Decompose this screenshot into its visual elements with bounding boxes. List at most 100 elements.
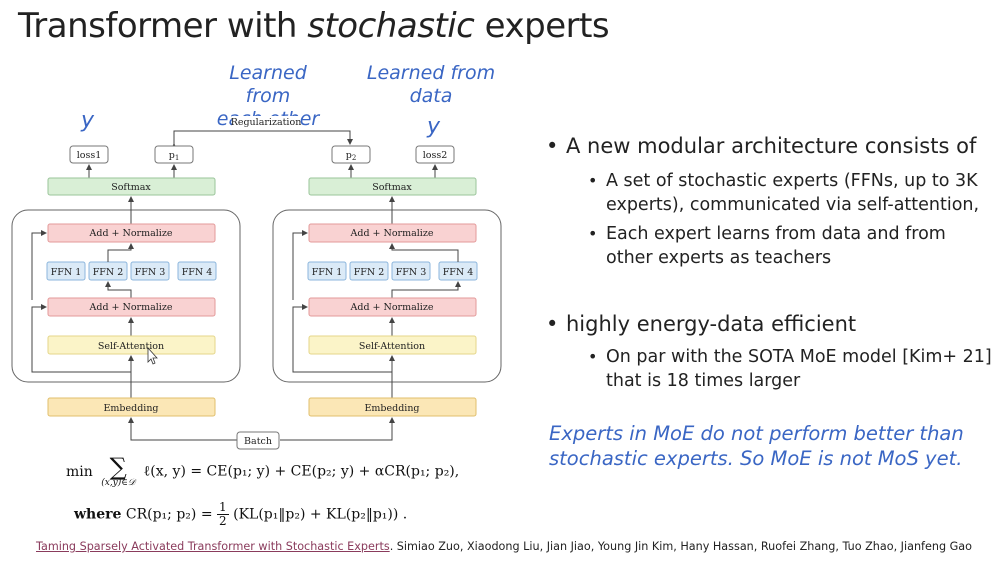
right-add-norm-bottom — [308, 297, 477, 317]
right-add-norm-bottom-label: Add + Normalize — [350, 302, 434, 313]
right-self-attention — [308, 335, 477, 355]
paper-reference: Taming Sparsely Activated Transformer wi… — [36, 540, 972, 553]
bullet-stochastic-experts-line1: A set of stochastic experts (FFNs, up to… — [606, 171, 978, 191]
left-layer-frame — [11, 209, 241, 383]
left-p-box — [154, 145, 194, 164]
right-loss-label: loss2 — [423, 150, 448, 161]
moe-note-line2: stochastic experts. So MoE is not MoS ye… — [549, 447, 963, 470]
bullet-stochastic-experts-line2: experts), communicated via self-attentio… — [606, 195, 980, 215]
right-loss-box — [415, 145, 455, 164]
left-add-norm-top — [47, 223, 216, 243]
bullet-sota-line1: On par with the SOTA MoE model [Kim+ 21] — [606, 347, 992, 367]
formula-frac: 1 2 — [217, 501, 229, 528]
bullet-sota: On par with the SOTA MoE model [Kim+ 21]… — [606, 345, 992, 393]
formula-sum-sub: (x,y)∈𝒟 — [101, 478, 136, 488]
left-softmax-label: Softmax — [111, 182, 151, 193]
learned-each-other-line1: Learned from — [229, 62, 307, 107]
right-embedding-label: Embedding — [364, 403, 419, 414]
right-self-attention-label: Self-Attention — [359, 341, 425, 352]
architecture-diagram: Regularization loss1 p1 Softmax Add + No… — [11, 116, 502, 450]
formula-kl: (KL(p₁‖p₂) + KL(p₂‖p₁)) . — [233, 506, 408, 523]
bullet-dot-2: • — [546, 312, 559, 336]
left-ffn-4-label: FFN 4 — [182, 267, 213, 278]
right-transformer: p2 loss2 Softmax Add + Normalize FFN 1 F… — [272, 145, 502, 417]
y-label-left: y — [81, 108, 95, 133]
right-embedding — [308, 397, 477, 417]
right-ffn-3-label: FFN 3 — [396, 267, 427, 278]
left-ffn-3 — [130, 261, 170, 281]
learned-data-line2: data — [409, 85, 453, 107]
right-add-norm-top — [308, 223, 477, 243]
slide-title: Transformer with stochastic experts — [18, 6, 610, 46]
regularization-label: Regularization — [231, 117, 302, 128]
left-ffn-1 — [46, 261, 86, 281]
bullet-expert-learns: Each expert learns from data and from ot… — [606, 222, 946, 270]
formula-frac-den: 2 — [219, 514, 227, 528]
right-softmax-label: Softmax — [372, 182, 412, 193]
bullet-efficiency: highly energy-data efficient — [566, 312, 857, 336]
formula-cr: CR(p₁; p₂) = — [125, 506, 213, 523]
right-p-letter: p — [346, 150, 352, 161]
title-suffix: experts — [474, 6, 610, 46]
right-add-norm-top-label: Add + Normalize — [350, 228, 434, 239]
left-embedding — [47, 397, 216, 417]
formula-sum-symbol: ∑ — [109, 453, 127, 481]
cr-formula: where CR(p₁; p₂) = 1 2 (KL(p₁‖p₂) + KL(p… — [74, 501, 407, 528]
formula-sum: ∑ (x,y)∈𝒟 — [101, 453, 136, 488]
bullet-expert-learns-line1: Each expert learns from data and from — [606, 224, 946, 244]
left-p-letter: p — [169, 150, 175, 161]
bullet-architecture: A new modular architecture consists of — [566, 134, 977, 158]
left-add-norm-bottom-label: Add + Normalize — [89, 302, 173, 313]
left-loss-box — [69, 145, 109, 164]
left-embedding-label: Embedding — [103, 403, 158, 414]
right-layer-frame — [272, 209, 502, 383]
right-ffn-4-label: FFN 4 — [443, 267, 474, 278]
left-p-label: p1 — [169, 150, 180, 162]
learned-data-line1: Learned from — [366, 62, 496, 84]
title-italic: stochastic — [307, 6, 475, 46]
right-p-box — [331, 145, 371, 164]
left-p-sub: 1 — [175, 154, 179, 162]
batch-label: Batch — [244, 436, 272, 447]
bullet-dot-1a: • — [588, 171, 598, 190]
left-ffn-2-label: FFN 2 — [93, 267, 124, 278]
bullet-expert-learns-line2: other experts as teachers — [606, 248, 832, 268]
right-ffn-1-label: FFN 1 — [312, 267, 343, 278]
learned-data-note: Learned from data — [366, 62, 496, 108]
right-ffn-1 — [307, 261, 347, 281]
batch-box — [236, 431, 280, 450]
left-self-attention — [47, 335, 216, 355]
right-softmax-box — [308, 177, 477, 196]
left-ffn-1-label: FFN 1 — [51, 267, 82, 278]
right-p-sub: 2 — [352, 154, 356, 162]
paper-authors: . Simiao Zuo, Xiaodong Liu, Jian Jiao, Y… — [389, 540, 972, 553]
moe-note-line1: Experts in MoE do not perform better tha… — [549, 422, 964, 445]
right-ffn-2 — [349, 261, 389, 281]
regularization-bracket — [171, 130, 353, 149]
bullet-dot-2a: • — [588, 347, 598, 366]
bullet-stochastic-experts: A set of stochastic experts (FFNs, up to… — [606, 169, 979, 217]
formula-where: where — [74, 506, 122, 523]
left-softmax-box — [47, 177, 216, 196]
left-ffn-4 — [177, 261, 217, 281]
y-label-right: y — [427, 114, 441, 139]
left-loss-label: loss1 — [77, 150, 102, 161]
right-p-label: p2 — [346, 150, 357, 162]
paper-link[interactable]: Taming Sparsely Activated Transformer wi… — [36, 540, 390, 553]
formula-min: min — [66, 464, 93, 480]
left-add-norm-bottom — [47, 297, 216, 317]
left-self-attention-label: Self-Attention — [98, 341, 164, 352]
title-prefix: Transformer with — [18, 6, 308, 46]
mouse-cursor-icon — [147, 346, 158, 365]
formula-line1: ℓ(x, y) = CE(p₁; y) + CE(p₂; y) + αCR(p₁… — [143, 463, 460, 480]
right-ffn-3 — [391, 261, 431, 281]
formula-frac-num: 1 — [217, 500, 229, 515]
left-add-norm-top-label: Add + Normalize — [89, 228, 173, 239]
left-transformer: loss1 p1 Softmax Add + Normalize FFN 1 F… — [11, 145, 241, 417]
left-ffn-3-label: FFN 3 — [135, 267, 166, 278]
bullet-dot-1b: • — [588, 224, 598, 243]
moe-note: Experts in MoE do not perform better tha… — [549, 421, 964, 471]
right-ffn-2-label: FFN 2 — [354, 267, 385, 278]
bullet-dot-1: • — [546, 134, 559, 158]
loss-formula: min ∑ (x,y)∈𝒟 ℓ(x, y) = CE(p₁; y) + CE(p… — [66, 453, 460, 488]
